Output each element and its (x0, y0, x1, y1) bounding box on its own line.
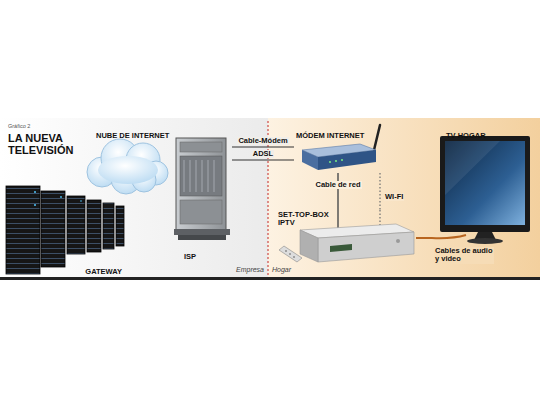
server-racks (6, 186, 124, 274)
chart-title: LA NUEVA TELEVISIÓN (8, 133, 88, 156)
rack-slot (190, 160, 191, 192)
rack-base (178, 235, 226, 240)
modem-led (329, 161, 331, 163)
tv-bezel (440, 136, 530, 232)
connector-label: Cable-Módem (237, 137, 288, 145)
node-label: GATEWAY (85, 268, 122, 276)
bottom-rule (0, 277, 540, 280)
stb-display (330, 244, 352, 252)
rack-slot (208, 160, 209, 192)
modem-side (302, 150, 318, 170)
node-label: TV HOGAR (446, 132, 486, 140)
server-rack (67, 196, 85, 254)
zone-label: Empresa (236, 266, 264, 274)
rack-slot (214, 160, 215, 192)
modem-antenna (374, 125, 380, 150)
stb-side (300, 230, 318, 262)
rack-base (174, 229, 230, 235)
led (80, 200, 82, 202)
rack-body (176, 138, 226, 230)
remote-control (279, 246, 302, 262)
tv-gloss (445, 141, 500, 195)
connector-line (337, 173, 339, 210)
tv-base (467, 238, 503, 244)
server-rack (116, 206, 124, 246)
figure-number: Gráfico 2 (8, 123, 30, 129)
server-leds (34, 191, 82, 206)
node-label: MÓDEM INTERNET (296, 132, 364, 140)
internet-modem: MÓDEM INTERNET (294, 121, 384, 173)
cloud-core (98, 156, 158, 184)
rack-unit (180, 142, 222, 152)
modem-led (335, 160, 337, 162)
connector-label: ADSL (252, 150, 274, 158)
modem-led (341, 159, 343, 161)
remote-button (289, 253, 291, 255)
tv-screen (445, 141, 525, 225)
cloud-core (98, 156, 158, 184)
stb-button (396, 239, 400, 243)
connector-label: Cables de audio y video (434, 247, 494, 264)
band-left (0, 118, 270, 278)
node-label: ISP (184, 253, 196, 261)
connector-line (232, 159, 294, 160)
server-rack (87, 200, 101, 252)
rack-slot (196, 160, 197, 192)
isp-rack: ISP (170, 132, 232, 254)
node-label: SET-TOP-BOX IPTV (278, 211, 338, 228)
remote-button (293, 256, 295, 258)
server-rack (103, 203, 114, 249)
rack-unit (180, 200, 222, 224)
connector-label: Cable de red (314, 181, 361, 189)
connector-label: WI-FI (384, 193, 404, 201)
set-top-box (300, 224, 414, 262)
stb-front (318, 232, 414, 262)
rack-unit (180, 156, 222, 196)
band-right (268, 118, 540, 278)
server-rack (6, 186, 40, 274)
internet-cloud: NUBE DE INTERNET (84, 121, 172, 195)
connector-line (379, 173, 380, 210)
gateway-servers: GATEWAY (4, 180, 128, 274)
node-label: NUBE DE INTERNET (96, 132, 169, 140)
television (440, 136, 530, 244)
zone-label: Hogar (272, 266, 291, 274)
led (60, 196, 62, 198)
remote-button (285, 250, 287, 252)
led (34, 204, 36, 206)
rack-slot (202, 160, 203, 192)
set-top-box: SET-TOP-BOX IPTV (276, 210, 416, 266)
connector-line (416, 237, 432, 239)
led (34, 191, 36, 193)
connector-line (232, 146, 294, 147)
av-cable (432, 235, 466, 238)
remote-body (279, 246, 302, 262)
home-tv: TV HOGAR (432, 121, 534, 245)
rack-slot (184, 160, 185, 192)
isp-rack (174, 138, 230, 240)
cloud (87, 139, 168, 194)
server-rack (41, 191, 65, 267)
rack-slots (184, 160, 214, 192)
wifi-signal (379, 210, 380, 227)
modem-front (318, 150, 376, 170)
